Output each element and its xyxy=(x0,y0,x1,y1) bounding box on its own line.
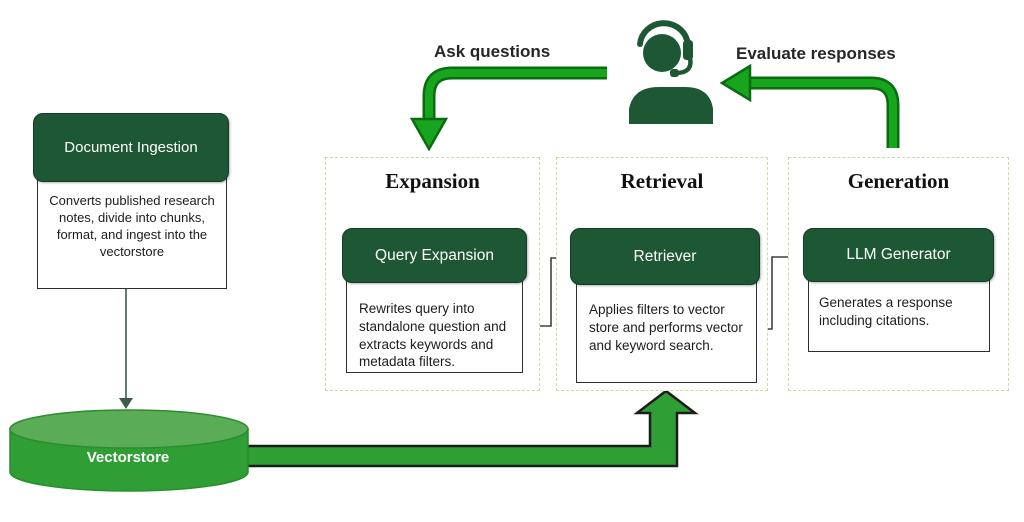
evaluate-responses-label: Evaluate responses xyxy=(736,44,896,63)
section-generation-title: Generation xyxy=(847,169,950,193)
section-retrieval-title: Retrieval xyxy=(620,169,704,193)
user-headset-icon xyxy=(629,20,713,124)
evaluate-responses-arrow xyxy=(719,63,900,148)
llm-generator-box: LLM Generator xyxy=(803,228,994,282)
vectorstore-to-retrieval-arrow xyxy=(238,389,699,468)
retriever-box: Retriever xyxy=(570,228,760,285)
ask-questions-label: Ask questions xyxy=(434,42,551,61)
query-expansion-description: Rewrites query into standalone question … xyxy=(346,277,523,373)
llm-generator-description: Generates a response including citations… xyxy=(808,276,990,352)
ingestion-to-vectorstore-arrow xyxy=(119,289,133,409)
retriever-description: Applies filters to vector store and perf… xyxy=(576,279,757,383)
ask-questions-arrow xyxy=(409,66,607,152)
document-ingestion-box: Document Ingestion xyxy=(33,113,229,182)
query-expansion-box: Query Expansion xyxy=(342,228,527,283)
vectorstore-label: Vectorstore xyxy=(86,449,170,466)
document-ingestion-description: Converts published research notes, divid… xyxy=(37,178,227,289)
section-expansion-title: Expansion xyxy=(385,169,480,193)
